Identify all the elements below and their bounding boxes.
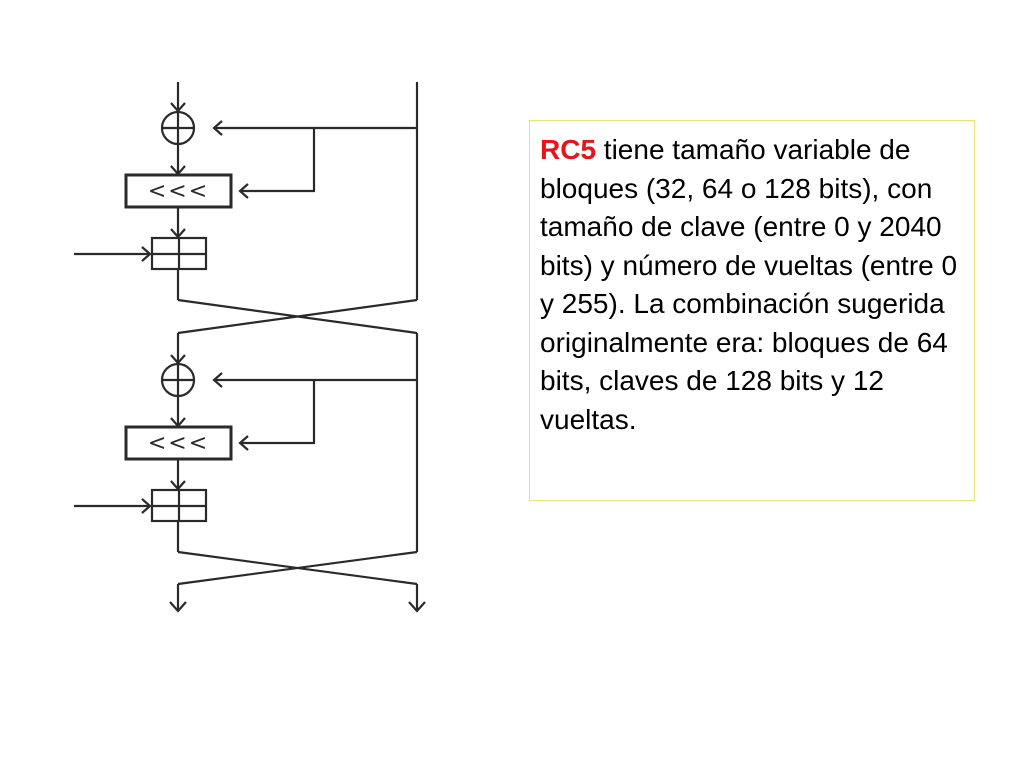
arrowhead-right-icon bbox=[141, 498, 152, 514]
xor-icon bbox=[160, 362, 196, 398]
modular-add-icon bbox=[150, 488, 208, 523]
rotation-feed-line bbox=[240, 128, 316, 193]
arrowhead-down-icon bbox=[408, 601, 426, 613]
arrowhead-left-icon bbox=[212, 120, 223, 136]
swap-line-b bbox=[177, 298, 418, 335]
xor-icon bbox=[160, 110, 196, 146]
modular-add-icon bbox=[150, 236, 208, 271]
arrowhead-left-icon bbox=[238, 183, 249, 199]
arrowhead-right-icon bbox=[141, 246, 152, 262]
rc5-description-text: tiene tamaño variable de bloques (32, 64… bbox=[540, 134, 958, 435]
swap-line-b bbox=[177, 550, 418, 586]
rc5-highlight: RC5 bbox=[540, 134, 597, 165]
rotation-feed-line bbox=[240, 380, 316, 445]
round-1: <<< bbox=[74, 82, 419, 335]
rc5-description-box: RC5 tiene tamaño variable de bloques (32… bbox=[529, 120, 975, 501]
round-2: <<< bbox=[74, 333, 426, 613]
arrowhead-left-icon bbox=[238, 435, 249, 451]
arrowhead-down-icon bbox=[169, 601, 187, 613]
arrowhead-left-icon bbox=[212, 372, 223, 388]
rotate-label: <<< bbox=[148, 431, 209, 456]
rotate-label: <<< bbox=[148, 179, 209, 204]
